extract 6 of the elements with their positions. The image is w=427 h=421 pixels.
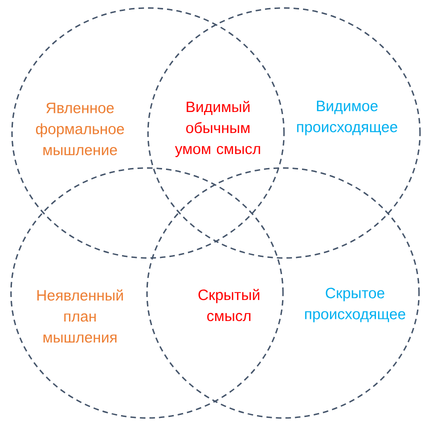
circle-label: Неявленный план мышления xyxy=(37,289,123,343)
circle-label: Скрытое происходящее xyxy=(305,288,406,322)
circle-label: Видимое происходящее xyxy=(297,100,398,136)
circle-label: Явленное формальное мышление xyxy=(36,102,124,156)
overlap-label: Скрытый смысл xyxy=(198,288,260,322)
overlap-label: Видимый обычным умом смысл xyxy=(174,100,260,158)
